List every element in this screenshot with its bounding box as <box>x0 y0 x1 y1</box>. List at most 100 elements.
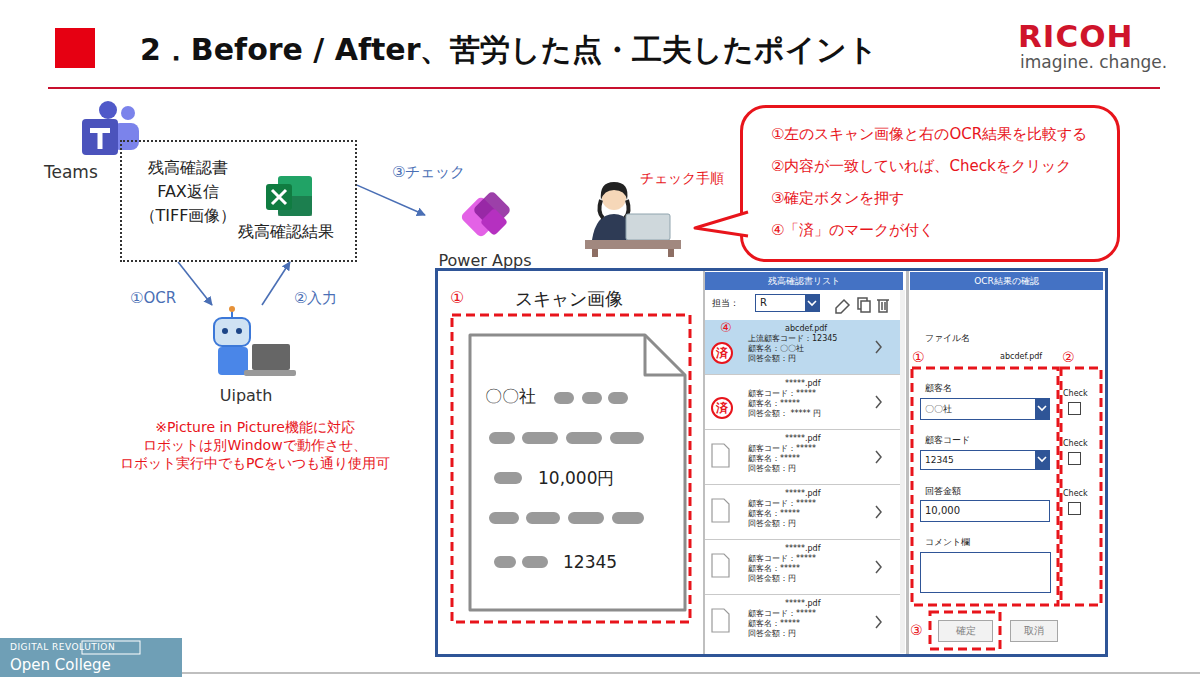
node-text: 残高確認結果 <box>238 222 334 243</box>
field-label: 担当： <box>712 297 739 310</box>
header-mark <box>48 87 1160 89</box>
app-screenshot <box>906 271 909 654</box>
scan-document <box>495 432 638 444</box>
panel-header: OCR結果の確認 <box>910 272 1103 290</box>
list-toolbar <box>877 300 889 312</box>
teams-icon <box>121 106 135 120</box>
callout-number: ② <box>1062 349 1075 365</box>
teams-icon <box>99 101 117 119</box>
node-text: R <box>756 295 819 311</box>
flow-arrow <box>178 262 212 305</box>
checkbox-label: Check <box>1063 389 1088 398</box>
list-toolbar <box>861 301 870 312</box>
node-text: Uipath <box>196 386 296 405</box>
header-mark <box>48 28 1160 89</box>
list-item: abcdef.pdf上流顧客コード：12345顧客名：〇〇社回答金額：円済 <box>705 320 900 375</box>
scan-document <box>495 512 638 524</box>
list-chevrons <box>876 561 881 573</box>
list-chevrons <box>876 451 881 463</box>
node-text: 〇〇社 <box>485 385 536 408</box>
note: ※Picture in Picture機能に対応 ロボットは別Windowで動作… <box>110 418 400 472</box>
highlight-frame <box>452 315 1101 649</box>
slide-title: 2．Before / After、苦労した点・工夫したポイント <box>140 30 879 71</box>
list-item: *****.pdf顧客コード：*****顧客名：*****回答金額：円 <box>705 485 900 540</box>
edge-label: ③チェック <box>390 163 467 182</box>
excel-icon <box>272 190 286 204</box>
node-text: 顧客名：〇〇社 <box>705 344 900 354</box>
node-text: 顧客名：***** <box>705 564 900 574</box>
list-chevrons <box>876 506 881 518</box>
footer-logo <box>0 638 182 677</box>
operator-figure <box>585 182 681 257</box>
callout-number: ③ <box>910 622 923 638</box>
app-screenshot <box>900 290 905 653</box>
brand-logo: RICOH <box>1018 18 1133 54</box>
robot-icon <box>252 344 290 370</box>
app-icon: Power Apps <box>425 188 545 270</box>
scan-document <box>645 335 685 375</box>
footer-logo-text: DIGITAL REVOLUTION <box>10 642 115 652</box>
excel-icon <box>266 184 292 210</box>
scan-document <box>500 472 516 484</box>
node-text: Teams <box>38 162 148 182</box>
brand-tagline: imagine. change. <box>1020 52 1167 72</box>
form-controls <box>921 553 1051 593</box>
callout-number: ① <box>450 288 464 307</box>
node-text: 顧客コード：***** <box>705 444 900 454</box>
speech-bubble: ①左のスキャン画像と右のOCR結果を比較する②内容が一致していれば、Checkを… <box>740 105 1120 262</box>
form-controls <box>1038 457 1046 461</box>
bubble-tail <box>695 212 748 236</box>
highlight-frame <box>912 368 1058 605</box>
done-mark: 済 <box>711 397 733 419</box>
footer-logo-text: Open College <box>10 656 111 674</box>
operator-figure <box>585 240 681 249</box>
list-item: *****.pdf顧客コード：*****顧客名：*****回答金額：円 <box>705 540 900 595</box>
node-text: ③確定ボタンを押す <box>771 182 1117 214</box>
robot-icon <box>229 306 235 312</box>
form-controls <box>1069 453 1081 465</box>
flow-arrow <box>357 185 425 215</box>
list-item: *****.pdf顧客コード：*****顧客名：*****回答金額：円 <box>705 430 900 485</box>
data-group-box: 残高確認書 FAX返信 （TIFF画像）残高確認結果 <box>120 140 357 262</box>
node-text: 顧客名：***** <box>705 454 900 464</box>
teams-icon <box>82 101 139 155</box>
text-input: 10,000 <box>920 500 1050 522</box>
app-screenshot <box>437 270 1107 656</box>
highlight-frame <box>452 315 690 622</box>
done-mark: 済 <box>711 342 733 364</box>
robot-icon <box>218 347 248 375</box>
footer-logo <box>0 638 1200 677</box>
field-label: 顧客名 <box>925 382 952 395</box>
node-text: 顧客コード：***** <box>705 389 900 399</box>
node-text: 回答金額：円 <box>705 354 900 364</box>
node-text: *****.pdf <box>705 540 900 554</box>
robot-icon <box>222 328 228 334</box>
scan-document <box>470 335 685 610</box>
node-text: ②内容が一致していれば、Checkをクリック <box>771 150 1117 182</box>
teams-icon <box>82 119 118 155</box>
field-label: 回答金額 <box>925 485 961 498</box>
file-icons <box>712 444 729 632</box>
panel-header: 残高確認書リスト <box>705 272 903 290</box>
flow-arrow <box>262 262 290 305</box>
node-text: 回答金額：円 <box>705 519 900 529</box>
callout-number: ① <box>912 349 925 365</box>
dropdown: 〇〇社 <box>920 398 1050 420</box>
confirm-button: 確定 <box>938 620 993 642</box>
dropdown: 12345 <box>920 450 1050 470</box>
highlight-frame <box>930 612 1000 649</box>
field-label: ファイル名 <box>925 332 970 345</box>
list-item: *****.pdf顧客コード：*****顧客名：*****回答金額：円 <box>705 595 900 650</box>
operator-figure <box>601 182 628 200</box>
checkbox-label: Check <box>1063 489 1088 498</box>
form-controls <box>1035 399 1049 419</box>
node-text: 顧客名：***** <box>705 399 900 409</box>
node-text: 残高確認書 FAX返信 （TIFF画像） <box>126 156 250 228</box>
node-text: 済 <box>716 347 728 359</box>
node-text: 顧客コード：***** <box>705 499 900 509</box>
power-apps-icon <box>480 208 508 236</box>
node-text: 残高確認書リスト <box>705 272 903 290</box>
node-text: *****.pdf <box>705 375 900 389</box>
